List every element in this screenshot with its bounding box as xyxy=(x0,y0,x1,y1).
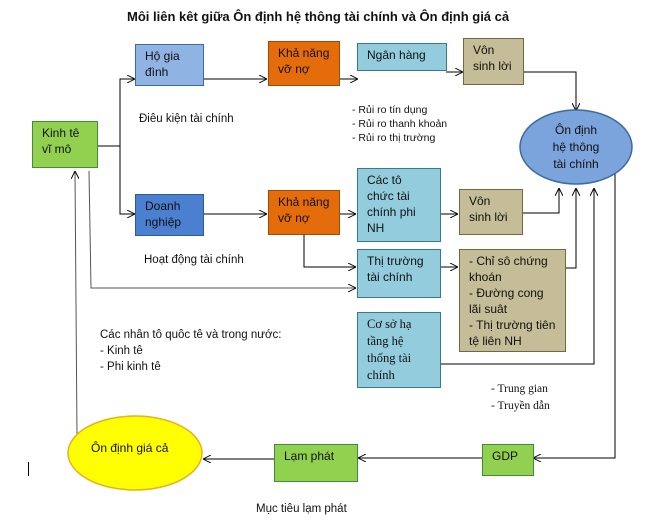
edge-infra-stability xyxy=(440,188,594,365)
edge-capital-stability xyxy=(524,71,576,111)
node-von-sinh-loi-institutions: Vôn sinh lời xyxy=(459,189,523,235)
label-dieu-kien: Điêu kiện tài chính xyxy=(139,113,234,125)
edge-capital2-stability xyxy=(522,188,559,214)
edge-macro-market xyxy=(88,170,356,288)
node-kha-nang-vo-no-enterprise: Khả năng vỡ nợ xyxy=(268,190,340,235)
node-chi-so: - Chỉ sô chứng khoán - Đường cong lãi su… xyxy=(459,249,566,352)
node-lam-phat: Lạm phát xyxy=(274,444,358,482)
label-hoat-dong: Hoạt động tài chính xyxy=(144,254,244,266)
node-kinh-te-vi-mo: Kinh tê vĩ mô xyxy=(32,121,98,168)
node-ho-gia-dinh: Hộ gia đình xyxy=(135,44,204,86)
node-co-so-ha-tang: Cơ sở hạ tầng hệ thống tài chính xyxy=(357,312,441,388)
edge-split-enterprise xyxy=(119,146,135,214)
label-trung-gian: - Trung gian - Truyền dẫn xyxy=(491,383,550,412)
edge-split-household xyxy=(119,79,135,146)
edge-stability-gdp xyxy=(533,172,616,458)
edge-risk-market xyxy=(303,235,356,267)
edge-index-stability xyxy=(565,188,576,269)
node-kha-nang-vo-no-household: Khả năng vỡ nợ xyxy=(268,41,340,86)
node-von-sinh-loi-bank: Vôn sinh lời xyxy=(463,38,524,85)
label-rui-ro: - Rủi ro tín dụng - Rủi ro thanh khoản -… xyxy=(352,104,448,144)
node-thi-truong-tai-chinh: Thị trường tài chính xyxy=(357,249,441,298)
price-stability-ellipse xyxy=(67,415,203,491)
node-gdp: GDP xyxy=(482,444,534,476)
label-financial-stability: Ôn định hệ thông tài chính xyxy=(552,123,600,171)
label-price-stability: Ôn định giá cả xyxy=(91,441,169,455)
node-doanh-nghiep: Doanh nghiệp xyxy=(135,194,204,236)
label-nhan-to: Các nhân tô quôc tê và trong nước: - Kin… xyxy=(100,329,282,373)
diagram-title: Môi liên kêt giữa Ôn định hệ thông tài c… xyxy=(127,9,510,24)
label-muc-tieu: Mục tiêu lạm phát xyxy=(256,503,347,515)
edge-price-macro xyxy=(75,171,77,438)
node-ngan-hang: Ngân hàng xyxy=(357,43,447,71)
node-cac-to-chuc: Các tô chức tài chính phi NH xyxy=(357,168,441,242)
text-cursor xyxy=(28,462,29,476)
financial-stability-ellipse xyxy=(519,109,633,185)
